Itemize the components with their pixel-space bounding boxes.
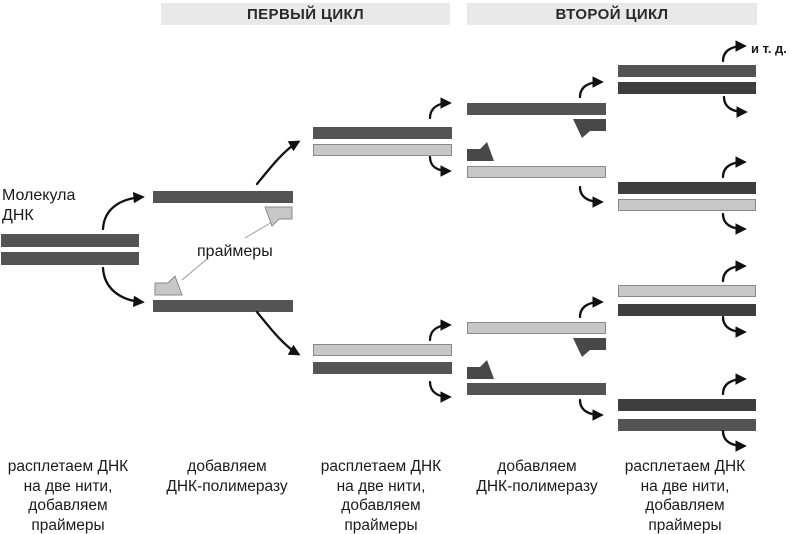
primer-icon-dark-left-bottom [467,360,494,379]
arrow-synthesize-top [255,140,301,186]
step2-line1: добавляем [187,458,267,475]
final-pair3-strand-a [618,285,756,297]
step5-line4: праймеры [648,516,722,534]
arrow-split-pair2-down [428,380,452,403]
step1-line3: добавляем [28,497,108,514]
arrow-unwind-bottom [101,266,145,308]
arrow-c2-synth-4 [578,398,604,421]
molecule-label: Молекула ДНК [2,186,75,226]
cycle1-template-strand-top [153,191,293,203]
cycle1-product2-template [313,362,452,374]
arrow-split-pair2-up [428,319,452,342]
final-pair1-strand-a [618,65,756,77]
molecule-label-line1: Молекула [2,187,76,204]
step1-line1: расплетаем ДНК [7,458,129,475]
original-dna-strand-bottom [1,252,139,265]
primer-pointer-line-left [181,258,208,281]
final-pair3-strand-b [618,304,756,316]
primer-icon-dark-left-top [467,142,494,161]
arrow-c2-synth-2 [578,185,604,208]
arrow-c2-synth-1 [578,76,604,99]
cycle1-template-strand-bottom [153,300,293,312]
molecule-label-line2: ДНК [2,207,34,224]
arrow-unwind-top [101,191,145,231]
second-cycle-title: ВТОРОЙ ЦИКЛ [555,5,669,23]
step-label-4: добавляем ДНК-полимеразу [462,457,612,496]
arrow-c2-synth-3 [578,296,604,319]
primer-icon-light-left [154,275,183,296]
cycle2-template-dark-bottom [467,383,606,395]
final-pair2-strand-b [618,199,756,211]
step4-line1: добавляем [497,458,577,475]
original-dna-strand-top [1,234,139,247]
step-label-2: добавляем ДНК-полимеразу [152,457,302,496]
arrow-final4-up [721,373,747,396]
arrow-final1-up-etc [721,40,747,63]
step-label-1: расплетаем ДНК на две нити, добавляем пр… [4,457,132,534]
step1-line4: праймеры [31,516,105,534]
step1-line2: на две нити, [23,477,113,495]
primer-pointer-line-right [244,221,273,239]
step3-line2: на две нити, [336,477,426,495]
cycle1-product1-template [313,127,452,139]
step4-line2: ДНК-полимеразу [476,477,598,495]
final-pair4-strand-a [618,399,756,411]
step5-line1: расплетаем ДНК [624,458,746,475]
arrow-final2-up [721,156,747,179]
primer-icon-dark-right-top [573,119,606,138]
arrow-split-pair1-down [428,155,452,177]
step5-line2: на две нити, [640,477,730,495]
step3-line4: праймеры [344,516,418,534]
arrow-synthesize-bottom [255,310,301,356]
cycle1-product2-new-strand [313,344,452,356]
step2-line2: ДНК-полимеразу [166,477,288,495]
step5-line3: добавляем [645,497,725,514]
cycle2-template-light-bottom [467,322,606,334]
arrow-final3-up [721,260,747,283]
step-label-3: расплетаем ДНК на две нити, добавляем пр… [317,457,445,534]
cycle2-template-dark-top [467,103,606,115]
first-cycle-title: ПЕРВЫЙ ЦИКЛ [246,5,365,23]
cycle1-product1-new-strand [313,144,452,156]
first-cycle-band: ПЕРВЫЙ ЦИКЛ [161,3,450,25]
arrow-final2-down [721,212,747,235]
final-pair2-strand-a [618,182,756,194]
primer-icon-dark-right-bottom [573,338,606,357]
step-label-5: расплетаем ДНК на две нити, добавляем пр… [621,457,749,534]
arrow-split-pair1-up [428,97,452,120]
final-pair4-strand-b [618,419,756,431]
arrow-final4-down [721,429,747,452]
second-cycle-band: ВТОРОЙ ЦИКЛ [467,3,757,25]
primer-icon-light-right [264,206,293,227]
cycle2-template-light-top [467,166,606,178]
arrow-final3-down [721,315,747,338]
final-pair1-strand-b [618,82,756,94]
arrow-final1-down [722,95,748,118]
etc-label: и т. д. [751,41,787,56]
primers-label: праймеры [197,243,273,260]
step3-line1: расплетаем ДНК [320,458,442,475]
step3-line3: добавляем [341,497,421,514]
